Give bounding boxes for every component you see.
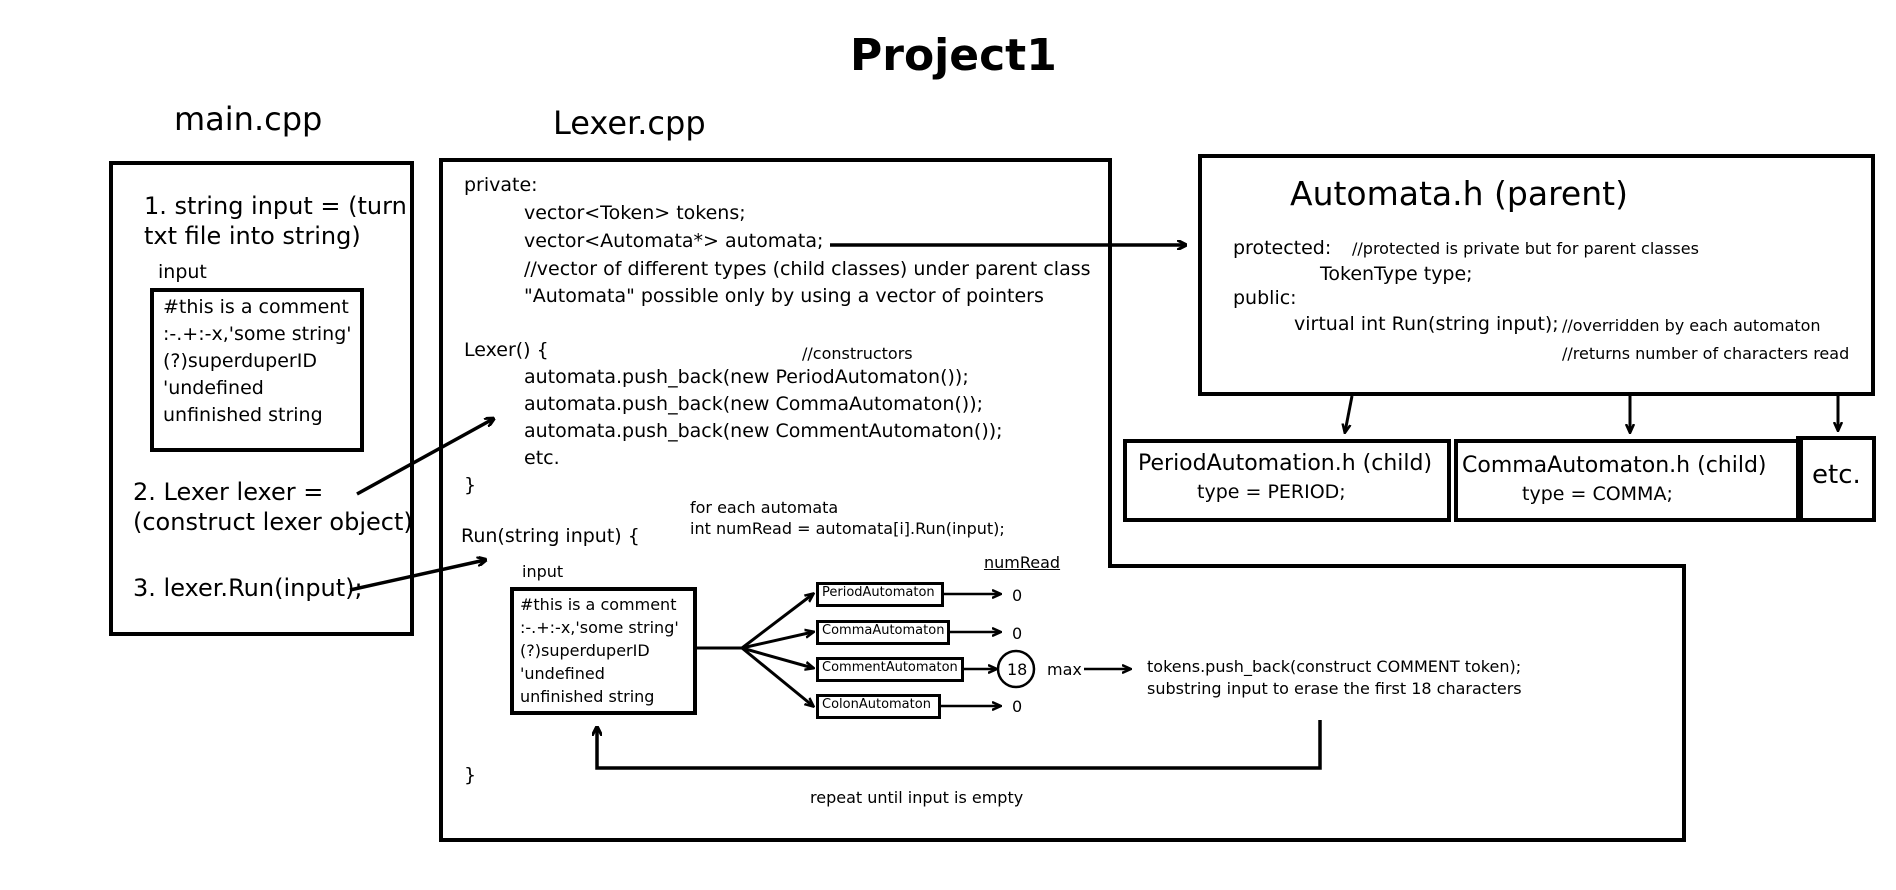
max-label: max: [1047, 660, 1082, 679]
lexer-cpp-header: Lexer.cpp: [553, 104, 706, 142]
fan-to-colon: [741, 646, 813, 706]
result-line-2: substring input to erase the first 18 ch…: [1147, 679, 1522, 698]
lexer-comment-2: "Automata" possible only by using a vect…: [524, 285, 1044, 307]
automaton-value-comma: 0: [1012, 624, 1023, 643]
child-type-period: type = PERIOD;: [1197, 481, 1346, 503]
automata-h-protected-comment: //protected is private but for parent cl…: [1352, 239, 1699, 258]
main-input-line-4: 'undefined: [163, 377, 264, 399]
child-title-period: PeriodAutomation.h (child): [1138, 451, 1433, 476]
page-title: Project1: [850, 30, 1057, 81]
child-type-comma: type = COMMA;: [1522, 483, 1673, 505]
repeat-loop: [597, 720, 1322, 770]
automata-h-protected: protected:: [1233, 237, 1332, 259]
main-input-line-1: #this is a comment: [163, 296, 349, 318]
result-line-1: tokens.push_back(construct COMMENT token…: [1147, 657, 1522, 676]
child-box-etc: [1796, 436, 1876, 522]
lexer-push-1: automata.push_back(new PeriodAutomaton()…: [524, 366, 969, 388]
main-input-line-5: unfinished string: [163, 404, 323, 426]
lexer-ctor-comment: //constructors: [802, 344, 913, 363]
automata-h-run: virtual int Run(string input);: [1294, 313, 1559, 335]
main-step2-line1: 2. Lexer lexer =: [133, 478, 324, 506]
lexer-automata-vector: vector<Automata*> automata;: [524, 230, 824, 252]
lexer-input-label: input: [522, 562, 564, 581]
main-input-box: [150, 288, 364, 452]
lexer-ctor: Lexer() {: [464, 339, 549, 361]
automaton-label-comment: CommentAutomaton: [822, 660, 958, 675]
lexer-input-line-1: #this is a comment: [520, 595, 677, 614]
automata-h-public: public:: [1233, 287, 1297, 309]
automaton-value-period: 0: [1012, 586, 1023, 605]
automata-h-run-comment-2: //returns number of characters read: [1562, 344, 1850, 363]
automaton-label-colon: ColonAutomaton: [822, 697, 931, 712]
fan-to-comma: [741, 632, 813, 650]
lexer-input-line-5: unfinished string: [520, 687, 655, 706]
automata-h-run-comment-1: //overridden by each automaton: [1562, 316, 1821, 335]
lexer-close-1: }: [464, 474, 477, 496]
main-cpp-header: main.cpp: [174, 100, 323, 138]
main-step1-line1: 1. string input = (turn: [144, 192, 407, 220]
arrow-parent-to-period: [1345, 395, 1354, 432]
child-title-etc: etc.: [1812, 460, 1861, 490]
lexer-comment-1: //vector of different types (child class…: [524, 258, 1091, 280]
numread-header: numRead: [984, 553, 1061, 572]
main-cpp-box: [109, 161, 414, 636]
lexer-push-2: automata.push_back(new CommaAutomaton())…: [524, 393, 984, 415]
automata-h-type: TokenType type;: [1320, 263, 1473, 285]
automaton-value-colon: 0: [1012, 697, 1023, 716]
fan-to-period: [741, 594, 813, 650]
lexer-input-line-2: :-.+:-x,'some string': [520, 618, 679, 637]
automaton-label-period: PeriodAutomaton: [822, 585, 935, 600]
automata-h-title: Automata.h (parent): [1290, 174, 1628, 213]
automaton-label-comma: CommaAutomaton: [822, 623, 945, 638]
repeat-label: repeat until input is empty: [810, 788, 1024, 807]
lexer-push-3: automata.push_back(new CommentAutomaton(…: [524, 420, 1003, 442]
child-box-comma: [1454, 439, 1803, 522]
main-step2-line2: (construct lexer object): [133, 508, 413, 536]
fan-to-comment: [741, 646, 813, 668]
automaton-value-comment: 18: [1007, 660, 1028, 679]
lexer-run: Run(string input) {: [461, 525, 640, 547]
lexer-for-each-1: for each automata: [690, 498, 839, 517]
main-step1-line2: txt file into string): [144, 222, 361, 250]
lexer-close-2: }: [464, 764, 477, 786]
child-title-comma: CommaAutomaton.h (child): [1462, 453, 1767, 478]
lexer-input-line-3: (?)superduperID: [520, 641, 650, 660]
main-input-label: input: [158, 261, 207, 283]
main-step3: 3. lexer.Run(input);: [133, 574, 363, 602]
lexer-etc: etc.: [524, 447, 560, 469]
lexer-input-line-4: 'undefined: [520, 664, 605, 683]
lexer-private: private:: [464, 174, 538, 196]
lexer-tokens: vector<Token> tokens;: [524, 202, 746, 224]
main-input-line-2: :-.+:-x,'some string': [163, 323, 352, 345]
lexer-for-each-2: int numRead = automata[i].Run(input);: [690, 519, 1005, 538]
main-input-line-3: (?)superduperID: [163, 350, 317, 372]
